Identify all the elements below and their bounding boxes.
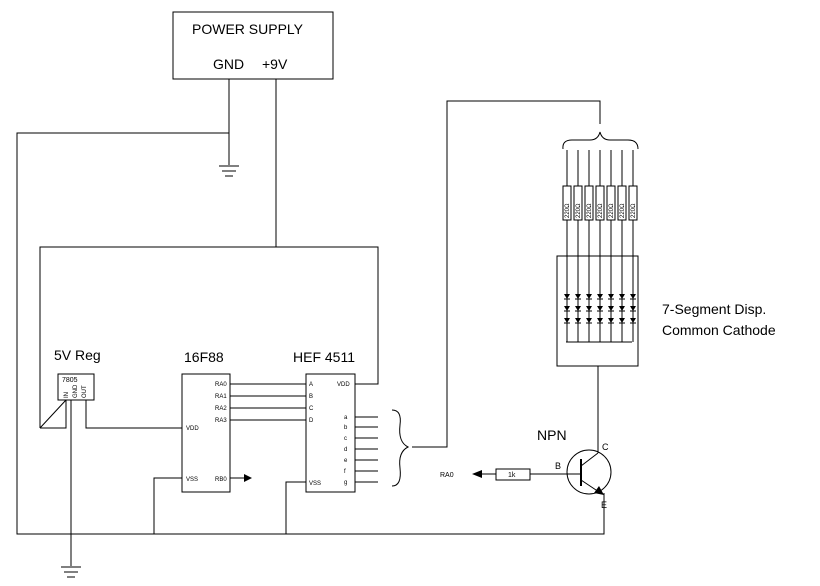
power-gnd-label: GND <box>213 56 244 72</box>
segment-led <box>597 294 603 299</box>
decoder-out-d: d <box>344 447 347 453</box>
segment-led <box>608 306 614 311</box>
collector-label: C <box>602 442 609 452</box>
decoder-out-g: g <box>344 480 347 486</box>
mcu-output-arrow <box>244 474 252 482</box>
segment-led <box>619 306 625 311</box>
decoder-out-e: e <box>344 458 348 464</box>
display-label-line1: 7-Segment Disp. <box>662 301 766 317</box>
segment-resistor-value: 220Ω <box>609 203 615 218</box>
transistor-type-label: NPN <box>537 427 567 443</box>
decoder-out-b: b <box>344 425 348 431</box>
segment-led <box>619 294 625 299</box>
decoder-hef4511: HEF 4511 A B C D VSS VDD a b c d e f g <box>293 349 356 493</box>
mcu-pin-ra3: RA3 <box>215 418 227 424</box>
base-signal-label: RA0 <box>440 472 454 479</box>
segment-resistor-value: 220Ω <box>598 203 604 218</box>
segment-led <box>586 306 592 311</box>
decoder-pin-b: B <box>309 394 313 400</box>
seven-segment-display: 7-Segment Disp. Common Cathode <box>556 255 776 367</box>
power-supply: POWER SUPPLY GND +9V <box>172 11 334 80</box>
segment-led <box>597 318 603 323</box>
segment-resistor-value: 220Ω <box>631 203 637 218</box>
wiring <box>16 79 605 566</box>
segment-led <box>575 306 581 311</box>
segment-led <box>586 294 592 299</box>
power-supply-title: POWER SUPPLY <box>192 21 304 37</box>
power-9v-label: +9V <box>262 56 288 72</box>
decoder-pin-vdd: VDD <box>337 382 350 388</box>
decoder-pin-c: C <box>309 406 314 412</box>
segment-led <box>575 318 581 323</box>
mcu-label: 16F88 <box>184 349 224 365</box>
base-label: B <box>555 461 561 471</box>
regulator-label: 5V Reg <box>54 347 101 363</box>
segment-resistor-value: 220Ω <box>576 203 582 218</box>
segment-resistor-array: 220Ω 220Ω 220Ω 220Ω 220Ω 220Ω 220Ω <box>562 150 638 342</box>
segment-resistor-value: 220Ω <box>620 203 626 218</box>
segment-led <box>564 306 570 311</box>
segment-led <box>564 318 570 323</box>
segment-led <box>619 318 625 323</box>
regulator-pin-gnd: GND <box>73 384 79 398</box>
mcu-pin-ra1: RA1 <box>215 394 227 400</box>
segment-led <box>630 306 636 311</box>
mcu-pin-rb0: RB0 <box>215 477 227 483</box>
decoder-pin-a: A <box>309 382 313 388</box>
decoder-pin-vss: VSS <box>309 481 321 487</box>
mcu-pin-ra0: RA0 <box>215 382 227 388</box>
mcu-pin-ra2: RA2 <box>215 406 227 412</box>
segment-resistor-value: 220Ω <box>565 203 571 218</box>
voltage-regulator: 5V Reg 7805 IN GND OUT <box>39 347 101 429</box>
segment-bus-brace <box>562 131 639 150</box>
ground-symbol-bottom <box>61 566 81 578</box>
segment-led <box>586 318 592 323</box>
decoder-out-a: a <box>344 415 348 421</box>
segment-led <box>597 306 603 311</box>
mcu-pin-vdd: VDD <box>186 426 199 432</box>
segment-led <box>608 294 614 299</box>
decoder-label: HEF 4511 <box>293 349 355 365</box>
segment-led <box>630 294 636 299</box>
decoder-out-f: f <box>344 469 346 475</box>
ground-symbol-top <box>219 165 239 177</box>
mcu-16f88: 16F88 VDD VSS RA0 RA1 RA2 RA3 RB0 <box>181 349 252 493</box>
segment-led <box>575 294 581 299</box>
segment-resistor-value: 220Ω <box>587 203 593 218</box>
segment-led-array <box>564 294 636 324</box>
base-input-arrow <box>472 470 482 478</box>
base-resistor-value: 1k <box>508 472 516 479</box>
display-label-line2: Common Cathode <box>662 322 776 338</box>
regulator-part: 7805 <box>62 377 78 384</box>
regulator-pin-in: IN <box>64 392 70 398</box>
segment-led <box>608 318 614 323</box>
npn-transistor: NPN C B E <box>537 427 612 510</box>
regulator-pin-out: OUT <box>82 385 88 398</box>
output-bus-brace <box>391 409 410 487</box>
segment-led <box>564 294 570 299</box>
base-resistor: 1k RA0 <box>440 468 531 481</box>
decoder-out-c: c <box>344 436 347 442</box>
emitter-arrow <box>594 486 604 495</box>
mcu-pin-vss: VSS <box>186 477 198 483</box>
segment-led <box>630 318 636 323</box>
emitter-label: E <box>601 500 607 510</box>
decoder-pin-d: D <box>309 418 314 424</box>
